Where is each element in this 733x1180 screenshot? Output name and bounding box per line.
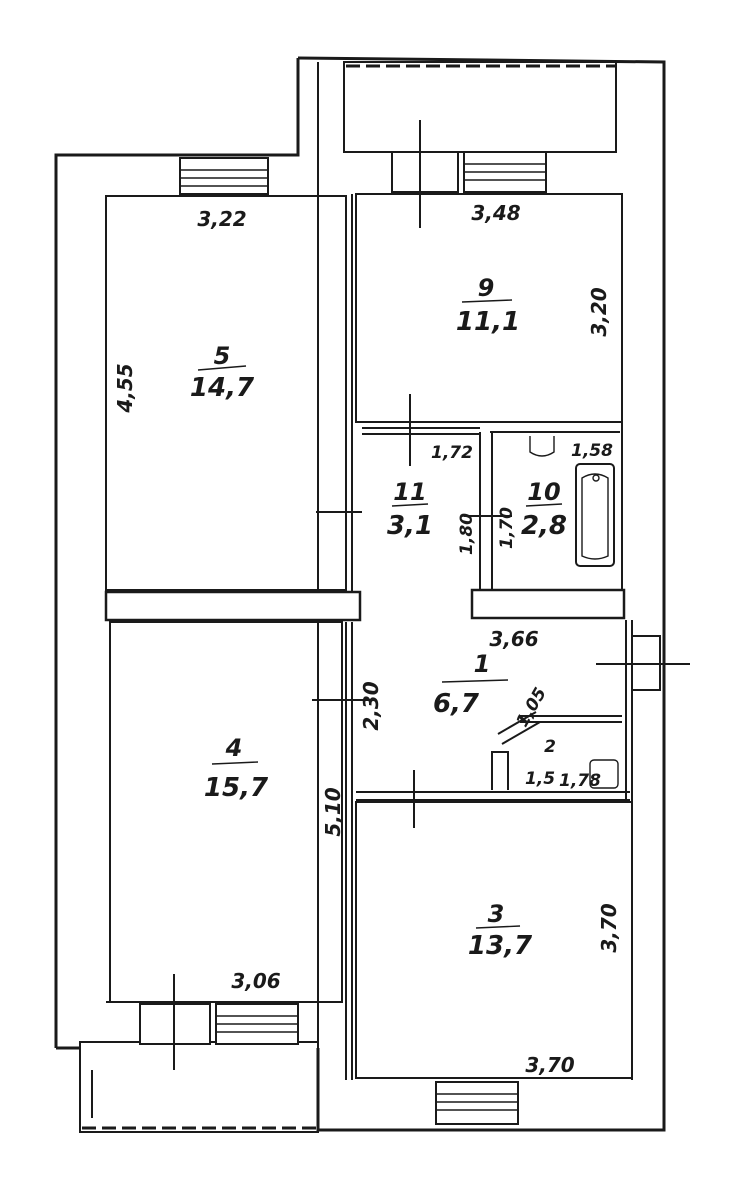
svg-text:11: 11: [393, 478, 426, 506]
svg-text:10: 10: [527, 478, 560, 506]
balcony-door-room-9: [391, 120, 459, 228]
dim-hall-width: 3,66: [489, 627, 538, 651]
room-1-label: 1 6,7: [433, 650, 509, 719]
svg-text:3,1: 3,1: [387, 511, 433, 541]
svg-text:9: 9: [478, 274, 495, 302]
dimension-labels: 3,22 4,55 3,48 3,20 1,72 1,80 1,58 1,70 …: [113, 201, 621, 1077]
window-room-9: [463, 151, 547, 193]
dim-room-11-width: 1,72: [431, 443, 473, 463]
dim-room-5-width: 3,22: [197, 207, 246, 231]
svg-text:4: 4: [225, 734, 243, 762]
windows: [139, 120, 690, 1125]
room-11-label: 11 3,1: [387, 478, 433, 541]
dim-room-10-width: 1,58: [571, 441, 613, 461]
room-2-label: 2 1,5: [525, 737, 556, 789]
svg-text:5: 5: [214, 342, 231, 370]
doors: [312, 394, 541, 828]
window-room-3: [435, 1081, 519, 1125]
svg-text:15,7: 15,7: [204, 773, 269, 803]
dim-room-2-diag: 1,05: [513, 684, 551, 730]
dim-hall-height: 2,30: [359, 681, 383, 730]
svg-text:1: 1: [474, 650, 491, 678]
dim-room-9-height: 3,20: [587, 287, 611, 336]
dim-room-5-height: 4,55: [113, 363, 137, 413]
dim-room-2-width: 1,78: [559, 771, 601, 791]
room-9-label: 9 11,1: [456, 274, 520, 337]
sink: [529, 436, 555, 457]
svg-text:2,8: 2,8: [521, 511, 567, 541]
svg-text:1,5: 1,5: [525, 769, 555, 789]
dim-room-3-width: 3,70: [525, 1053, 574, 1077]
fixtures: [529, 436, 619, 789]
dim-room-11-height: 1,80: [457, 513, 477, 555]
dim-room-10-height: 1,70: [497, 507, 517, 549]
window-room-4: [215, 1003, 299, 1045]
door-room-2: [497, 711, 537, 735]
room-4-outline: [109, 621, 343, 1003]
room-10-label: 10 2,8: [521, 478, 567, 541]
svg-text:2: 2: [544, 737, 556, 757]
dim-room-4-height: 5,10: [321, 787, 345, 836]
balcony-door-room-4: [139, 974, 211, 1070]
outer-walls: [54, 56, 666, 1133]
partitions: [104, 427, 632, 1080]
dim-room-3-height: 3,70: [597, 903, 621, 952]
window-room-5: [179, 157, 269, 195]
dim-room-4-width: 3,06: [231, 969, 280, 993]
svg-text:6,7: 6,7: [433, 689, 480, 719]
bathtub: [575, 463, 615, 567]
room-4-label: 4 15,7: [204, 734, 269, 803]
room-outlines: [105, 193, 633, 1080]
svg-text:11,1: 11,1: [456, 307, 520, 337]
dim-room-9-width: 3,48: [471, 201, 520, 225]
room-3-label: 3 13,7: [468, 900, 533, 961]
toilet: [589, 759, 619, 789]
svg-text:14,7: 14,7: [190, 373, 255, 403]
svg-text:13,7: 13,7: [468, 931, 533, 961]
entrance-door: [596, 635, 690, 691]
room-5-label: 5 14,7: [190, 342, 255, 403]
svg-text:3: 3: [488, 900, 505, 928]
room-labels: 5 14,7 9 11,1 11 3,1 10 2,8 1 6,7 2 1,5: [190, 274, 567, 961]
